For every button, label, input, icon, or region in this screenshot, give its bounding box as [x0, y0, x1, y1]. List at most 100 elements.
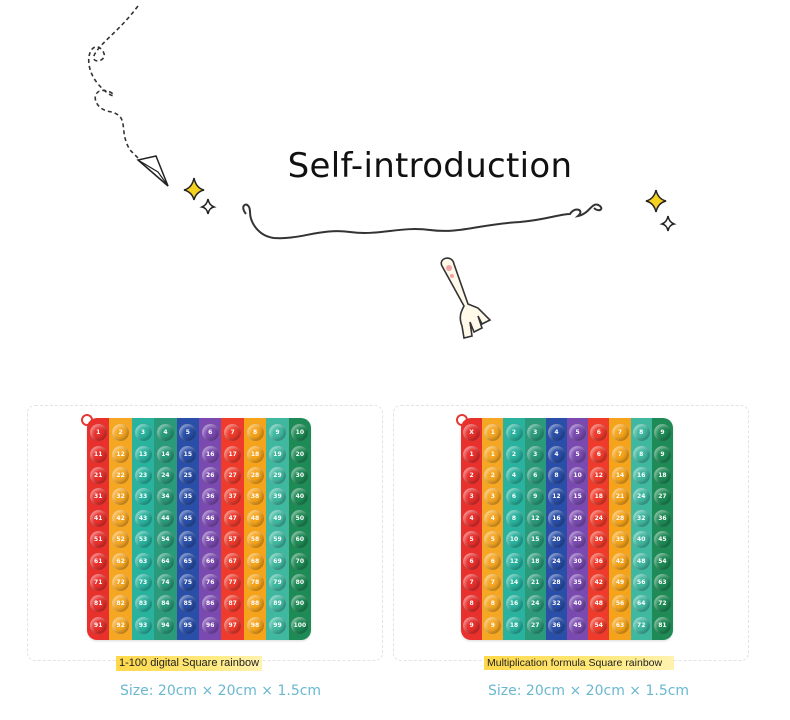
pop-bubble: 54	[590, 616, 608, 634]
pop-bubble: 7	[611, 445, 629, 463]
pop-bubble: 8	[484, 595, 502, 613]
pop-bubble: 42	[611, 552, 629, 570]
pop-bubble: 18	[505, 616, 523, 634]
pop-bubble: 88	[246, 595, 264, 613]
pop-bubble: 98	[246, 616, 264, 634]
pop-bubble: 4	[463, 509, 481, 527]
pop-bubble: 4	[484, 509, 502, 527]
pop-bubble: 87	[224, 595, 242, 613]
pop-bubble: 9	[484, 616, 502, 634]
pop-bubble: 84	[156, 595, 174, 613]
pop-bubble: 74	[156, 573, 174, 591]
pop-bubble: 10	[291, 424, 309, 442]
pop-bubble: 35	[611, 531, 629, 549]
pop-bubble: 48	[632, 552, 650, 570]
pop-bubble: 31	[89, 488, 107, 506]
dashed-flight-path	[88, 5, 141, 161]
pop-bubble: 30	[590, 531, 608, 549]
pop-bubble: 55	[179, 531, 197, 549]
pop-bubble: 65	[179, 552, 197, 570]
doodle-layer	[88, 5, 677, 339]
pop-bubble: 60	[291, 531, 309, 549]
pop-bubble: 67	[224, 552, 242, 570]
pop-bubble: 21	[89, 466, 107, 484]
pop-bubble: 54	[156, 531, 174, 549]
pop-bubble: 21	[526, 573, 544, 591]
pop-bubble: 3	[526, 445, 544, 463]
pop-bubble: 5	[569, 424, 587, 442]
pop-bubble: 28	[246, 466, 264, 484]
pop-bubble: 10	[505, 531, 523, 549]
pop-bubble: 48	[590, 595, 608, 613]
pop-bubble: 90	[291, 595, 309, 613]
pop-bubble: 83	[134, 595, 152, 613]
pop-bubble: 66	[201, 552, 219, 570]
pop-bubble: 2	[505, 445, 523, 463]
pop-bubble: 27	[526, 616, 544, 634]
pop-bubble: 99	[268, 616, 286, 634]
pop-bubble: 29	[268, 466, 286, 484]
pop-bubble: 6	[590, 445, 608, 463]
pop-bubble: 57	[224, 531, 242, 549]
pop-bubble: 2	[463, 466, 481, 484]
pop-bubble: 69	[268, 552, 286, 570]
pop-bubble: 16	[201, 445, 219, 463]
pop-bubble: 82	[112, 595, 130, 613]
product-size-2: Size: 20cm × 20cm × 1.5cm	[488, 683, 690, 699]
pop-bubble: X	[463, 424, 481, 442]
pop-bubble: 30	[569, 552, 587, 570]
pop-bubble: 50	[291, 509, 309, 527]
pop-bubble: 9	[463, 616, 481, 634]
pop-bubble: 40	[569, 595, 587, 613]
pop-bubble: 24	[156, 466, 174, 484]
pop-bubble: 28	[547, 573, 565, 591]
pop-bubble: 3	[134, 424, 152, 442]
pop-bubble: 17	[224, 445, 242, 463]
pop-bubble: 95	[179, 616, 197, 634]
pop-bubble: 22	[112, 466, 130, 484]
pop-bubble: 81	[653, 616, 671, 634]
pop-bubble: 86	[201, 595, 219, 613]
pop-bubble: 47	[224, 509, 242, 527]
pop-bubble: 68	[246, 552, 264, 570]
pop-bubble: 39	[268, 488, 286, 506]
paper-plane-icon	[136, 155, 169, 187]
pop-bubble: 36	[201, 488, 219, 506]
pop-bubble: 97	[224, 616, 242, 634]
pop-bubble: 18	[590, 488, 608, 506]
pop-bubble: 3	[526, 424, 544, 442]
pop-bubble: 56	[632, 573, 650, 591]
pop-bubble: 70	[291, 552, 309, 570]
pop-bubble: 76	[201, 573, 219, 591]
pop-bubble: 2	[112, 424, 130, 442]
pop-bubble: 2	[505, 424, 523, 442]
pop-bubble: 12	[505, 552, 523, 570]
pop-bubble: 36	[653, 509, 671, 527]
pop-bubble: 24	[590, 509, 608, 527]
pop-bubble: 7	[611, 424, 629, 442]
pop-bubble: 41	[89, 509, 107, 527]
pop-bubble: 1	[484, 445, 502, 463]
pop-bubble: 45	[179, 509, 197, 527]
pop-bubble: 34	[156, 488, 174, 506]
pop-bubble: 63	[611, 616, 629, 634]
pop-bubble: 32	[112, 488, 130, 506]
pop-bubble: 85	[179, 595, 197, 613]
pop-bubble: 9	[526, 488, 544, 506]
pop-bubble: 45	[653, 531, 671, 549]
pop-bubble: 44	[156, 509, 174, 527]
pop-bubble: 12	[590, 466, 608, 484]
pop-bubble: 78	[246, 573, 264, 591]
pop-bubble: 3	[463, 488, 481, 506]
